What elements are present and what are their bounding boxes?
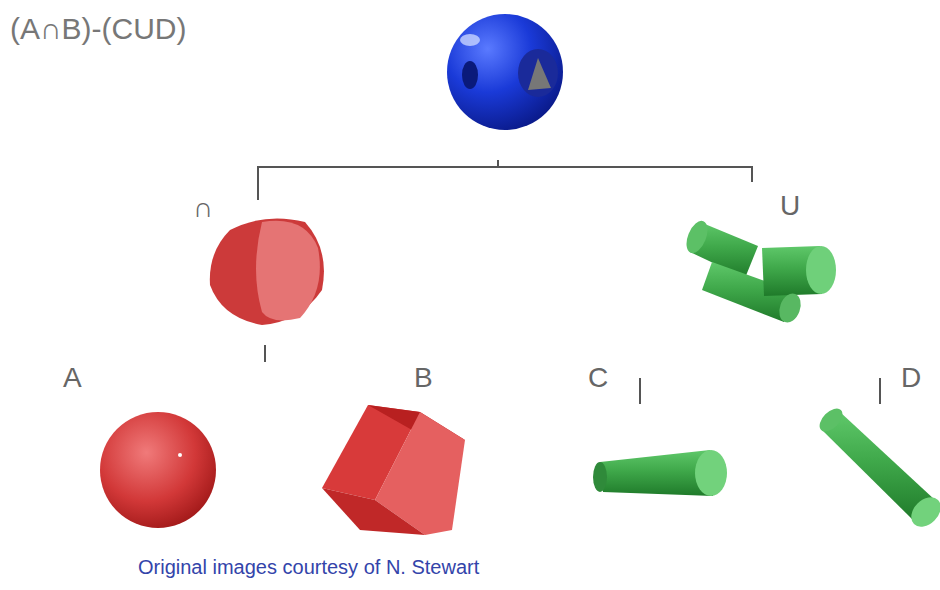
operand-label: A <box>63 364 82 392</box>
operand-label: C <box>588 364 608 392</box>
cylinder-d <box>815 404 940 532</box>
intersection-solid <box>210 218 324 325</box>
operand-label: ∩ <box>193 194 213 222</box>
operand-label: D <box>901 364 921 392</box>
expression-title: (A∩B)-(CUD) <box>10 12 187 46</box>
result-solid <box>447 14 563 130</box>
credit-caption: Original images courtesy of N. Stewart <box>138 556 479 579</box>
operand-label: B <box>414 364 433 392</box>
intersection-node: ∩ <box>185 188 335 330</box>
operand-label: U <box>780 192 800 220</box>
union-node: U <box>680 188 840 328</box>
primitive-node: B <box>318 358 468 538</box>
sphere-a <box>100 412 216 528</box>
tree-lines <box>258 160 880 404</box>
union-solid <box>682 218 836 326</box>
cube-b <box>322 405 465 535</box>
primitive-node: C <box>580 358 730 503</box>
cylinder-c <box>593 450 727 496</box>
primitive-node: A <box>55 358 225 533</box>
primitive-node: D <box>815 358 937 528</box>
